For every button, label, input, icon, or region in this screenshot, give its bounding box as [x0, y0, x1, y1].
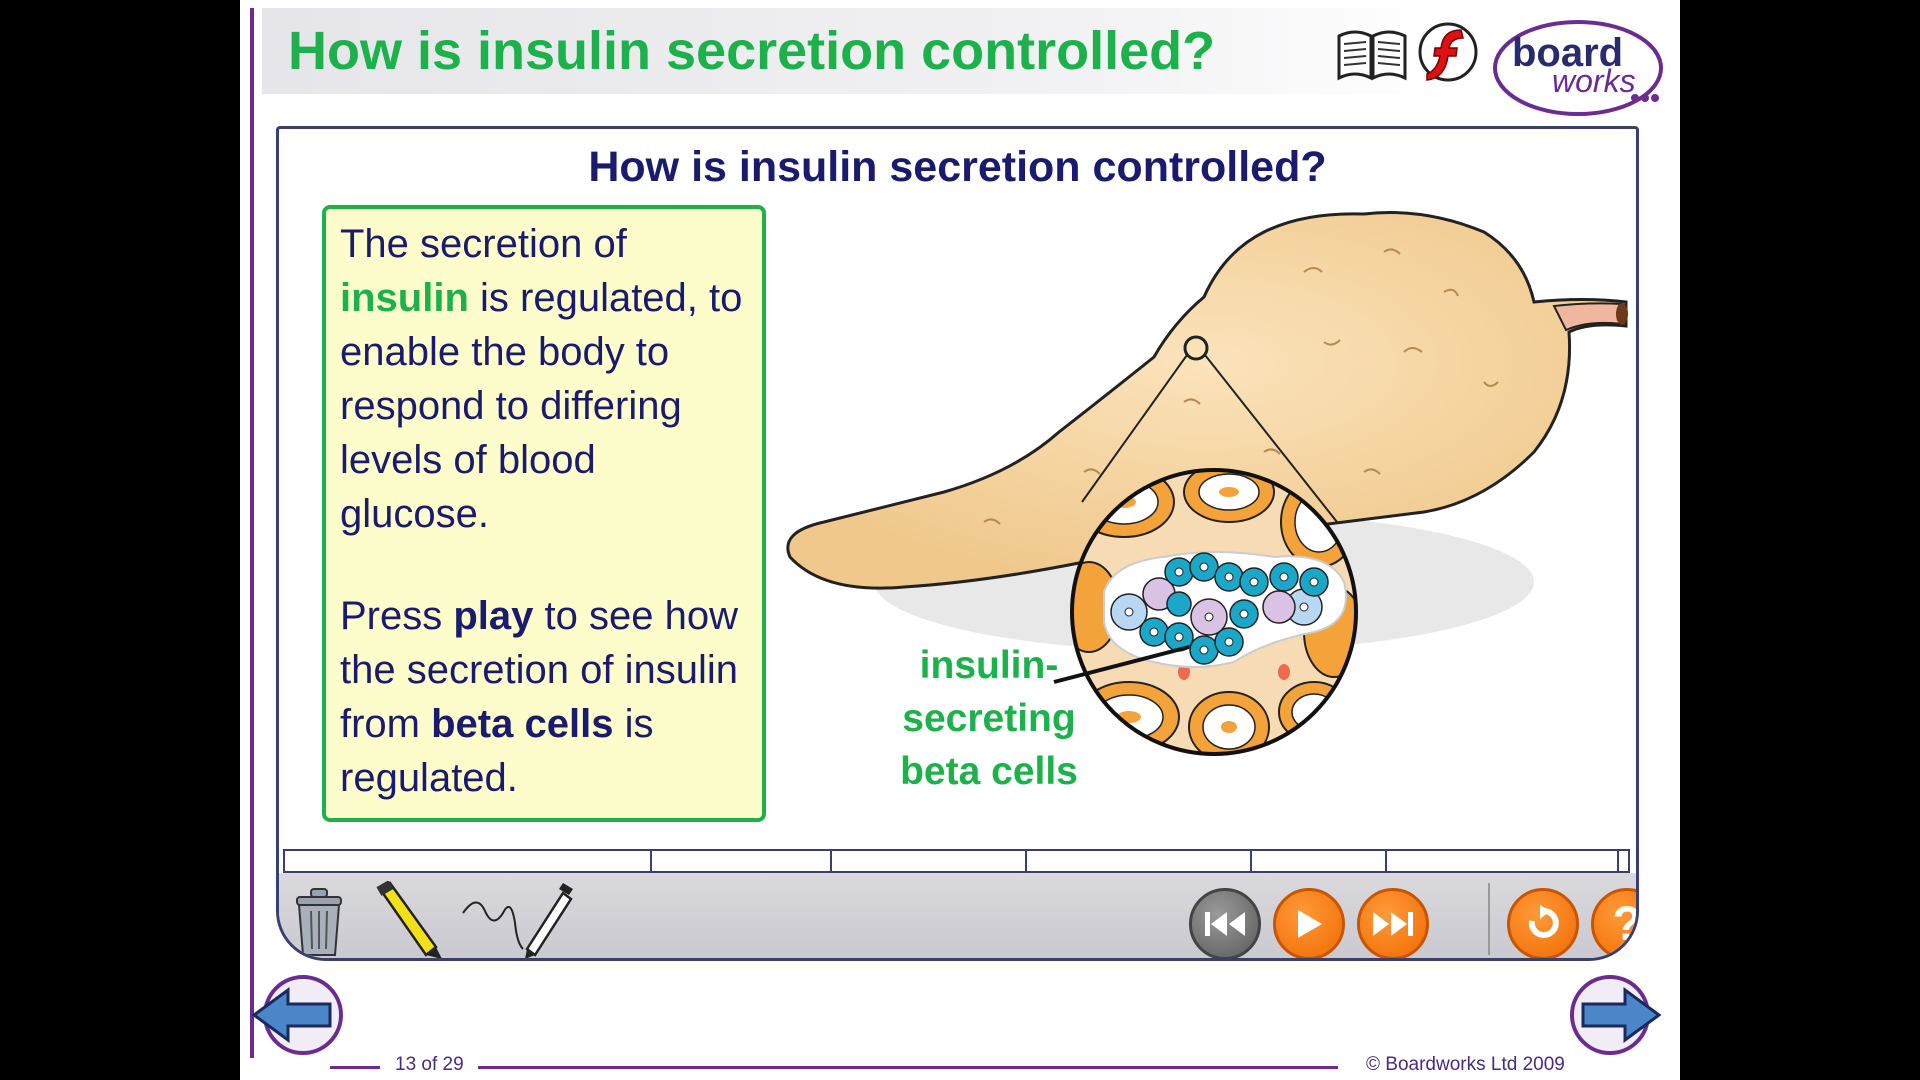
logo-text-board: board [1512, 31, 1623, 75]
para2-text-3: is regulated. [340, 702, 654, 800]
para1-text-1: The secretion of [340, 222, 627, 266]
toolbar-separator [1488, 883, 1490, 955]
play-icon [1298, 910, 1322, 938]
fast-forward-button[interactable] [1357, 888, 1429, 958]
play-button[interactable] [1273, 888, 1345, 958]
timeline-tick [1025, 851, 1027, 871]
timeline-tick [1250, 851, 1252, 871]
keyword-beta-cells: beta cells [431, 702, 614, 746]
trash-icon[interactable] [289, 883, 349, 959]
slide-title: How is insulin secretion controlled? [288, 21, 1216, 81]
help-icon: ? [1612, 897, 1639, 951]
logo-ellipse: board works [1493, 20, 1663, 116]
rewind-button[interactable] [1189, 888, 1261, 958]
footer-rule-left [330, 1066, 380, 1069]
slide: How is insulin secretion controlled? boa… [240, 0, 1680, 1080]
fast-forward-icon [1373, 912, 1413, 936]
footer-rule-right [478, 1066, 1338, 1069]
copyright: © Boardworks Ltd 2009 [1366, 1054, 1565, 1075]
timeline-tick [1617, 851, 1619, 871]
boardworks-logo: board works [1490, 10, 1670, 118]
timeline-tick [1385, 851, 1387, 871]
magnified-islet-view [1072, 470, 1356, 754]
rewind-icon [1205, 912, 1245, 936]
timeline-tick [650, 851, 652, 871]
callout-line-3: beta cells [900, 750, 1078, 793]
para2-text-1: Press [340, 594, 454, 638]
left-rail [250, 8, 254, 1058]
info-paragraph-1: The secretion of insulin is regulated, t… [340, 217, 752, 541]
para2-text-2: to see how the secretion of insulin from [340, 594, 739, 746]
info-paragraph-2: Press play to see how the secretion of i… [340, 589, 752, 805]
beta-cells-label: insulin- secreting beta cells [839, 639, 1139, 798]
info-textbox: The secretion of insulin is regulated, t… [322, 205, 766, 822]
highlighter-icon[interactable] [374, 881, 444, 961]
title-band [262, 8, 1442, 94]
keyword-play: play [453, 594, 534, 638]
pen-icon[interactable] [459, 883, 579, 959]
forward-arrow-icon[interactable] [1565, 970, 1665, 1060]
replay-icon [1528, 905, 1559, 938]
logo-text-works: works [1552, 63, 1636, 99]
callout-line-1: insulin- [919, 644, 1059, 687]
replay-button[interactable] [1507, 888, 1579, 958]
panel-title: How is insulin secretion controlled? [588, 143, 1327, 191]
para1-text-2: is regulated, to enable the body to resp… [340, 276, 743, 536]
page-number: 13 of 29 [395, 1054, 464, 1075]
content-panel: How is insulin secretion controlled? The… [276, 126, 1639, 961]
callout-line-2: secreting [902, 697, 1076, 740]
flash-icon[interactable] [1415, 18, 1481, 86]
help-button[interactable]: ? [1591, 888, 1639, 958]
timeline-tick [830, 851, 832, 871]
keyword-insulin: insulin [340, 276, 469, 320]
control-toolbar: ? [279, 873, 1639, 961]
pancreas-illustration [786, 211, 1628, 756]
animation-timeline[interactable] [283, 849, 1630, 873]
back-arrow-icon[interactable] [248, 970, 348, 1060]
open-book-icon[interactable] [1335, 22, 1409, 84]
